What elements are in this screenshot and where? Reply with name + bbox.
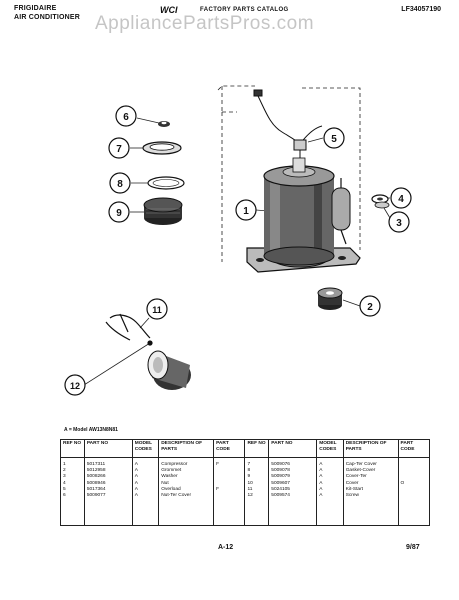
callout-5 [323, 127, 345, 149]
callout-label-1: 1 [243, 206, 249, 217]
cell-model: A [316, 480, 344, 487]
cell-model: A [316, 493, 344, 527]
cell-model: A [131, 480, 160, 487]
cell-desc: Screw [342, 493, 399, 527]
part-9-cover [143, 197, 183, 225]
callout-9 [108, 201, 130, 223]
part-8-gasket [147, 176, 185, 190]
cell-code [213, 480, 246, 487]
cell-model: A [316, 468, 344, 475]
callouts [64, 105, 412, 396]
brand-block: FRIGIDAIRE AIR CONDITIONER [14, 4, 80, 22]
callout-8 [109, 172, 131, 194]
cell-code: F [213, 457, 246, 469]
page-number: A-12 [218, 544, 234, 551]
part-7-cap [142, 141, 182, 155]
cell-code [397, 486, 431, 494]
cell-ref: 12 [244, 493, 270, 527]
part-1-compressor [246, 157, 361, 273]
exploded-parts-diagram: 6 7 8 9 1 5 4 3 2 11 12 [64, 85, 412, 396]
cell-ref: 7 [244, 457, 270, 469]
callout-label-5: 5 [331, 134, 337, 145]
callout-7 [108, 137, 130, 159]
wci-logo: WCI [160, 5, 178, 15]
cell-code: F [213, 486, 246, 494]
callout-label-2: 2 [367, 302, 373, 313]
col-ref: REF NO [60, 439, 85, 458]
cell-model: A [131, 493, 160, 527]
callout-label-6: 6 [123, 112, 129, 123]
callout-3 [388, 211, 410, 233]
catalog-title: FACTORY PARTS CATALOG [200, 7, 289, 13]
callout-label-7: 7 [116, 144, 122, 155]
print-date: 9/87 [406, 544, 420, 551]
callout-label-3: 3 [396, 218, 402, 229]
cell-model: A [316, 457, 344, 469]
brand-line-1: FRIGIDAIRE [14, 5, 57, 12]
parts-table: REF NO PART NO MODEL CODES DESCRIPTION O… [60, 439, 431, 527]
callout-label-11: 11 [152, 305, 162, 315]
cell-model: A [131, 457, 160, 469]
cell-model: A [316, 474, 344, 481]
cell-model: A [316, 486, 344, 494]
col-code-2: PART CODE [397, 439, 431, 458]
callout-1 [235, 199, 257, 221]
callout-12 [64, 374, 86, 396]
watermark: AppliancePartsPros.com [95, 13, 315, 34]
part-6-nut [158, 121, 170, 127]
callout-label-9: 9 [116, 208, 122, 219]
model-number: LF34057190 [401, 6, 441, 13]
cell-desc: Cap-Ter Cover [342, 457, 399, 469]
cell-model: A [131, 486, 160, 494]
cell-code [213, 474, 246, 481]
col-part: PART NO [83, 439, 133, 458]
cell-desc: Compressor [158, 457, 215, 469]
cell-part: 5017311 [83, 457, 133, 469]
callout-label-8: 8 [117, 179, 123, 190]
cell-ref: 1 [60, 457, 85, 469]
part-2-grommet [317, 287, 343, 310]
cell-ref: 6 [60, 493, 85, 527]
cell-part: 5009076 [268, 457, 318, 469]
cell-model: A [131, 468, 160, 475]
col-part-2: PART NO [268, 439, 318, 458]
cell-part: 5009574 [268, 493, 318, 527]
cell-code [397, 474, 431, 481]
col-desc-2: DESCRIPTION OF PARTS [342, 439, 399, 458]
callout-label-12: 12 [70, 381, 80, 391]
col-desc: DESCRIPTION OF PARTS [158, 439, 215, 458]
brand-line-2: AIR CONDITIONER [14, 14, 80, 21]
cell-code [397, 457, 431, 469]
part-3-4-washer-nut [371, 194, 390, 209]
part-5-overload [253, 89, 323, 160]
model-note: A = Model AW13N8N81 [64, 427, 118, 433]
col-model: MODEL CODES [131, 439, 160, 458]
col-ref-2: REF NO [244, 439, 270, 458]
callout-4 [390, 187, 412, 209]
dashed-outline [217, 85, 361, 262]
cell-code [397, 493, 431, 527]
callout-2 [359, 295, 381, 317]
cell-code: O [397, 480, 431, 487]
cell-part: 5009077 [83, 493, 133, 527]
callout-6 [115, 105, 137, 127]
cell-code [213, 468, 246, 475]
callout-label-4: 4 [398, 194, 404, 205]
table-header-row: REF NO PART NO MODEL CODES DESCRIPTION O… [60, 439, 431, 458]
cell-code [397, 468, 431, 475]
cell-desc: Nut-Ter Cover [158, 493, 215, 527]
cell-model: A [131, 474, 160, 481]
cell-code [213, 493, 246, 527]
part-11-start-kit-bracket [105, 313, 153, 346]
callout-11 [146, 298, 168, 320]
col-code: PART CODE [213, 439, 246, 458]
col-model-2: MODEL CODES [316, 439, 344, 458]
part-10-capacitor [147, 350, 191, 390]
